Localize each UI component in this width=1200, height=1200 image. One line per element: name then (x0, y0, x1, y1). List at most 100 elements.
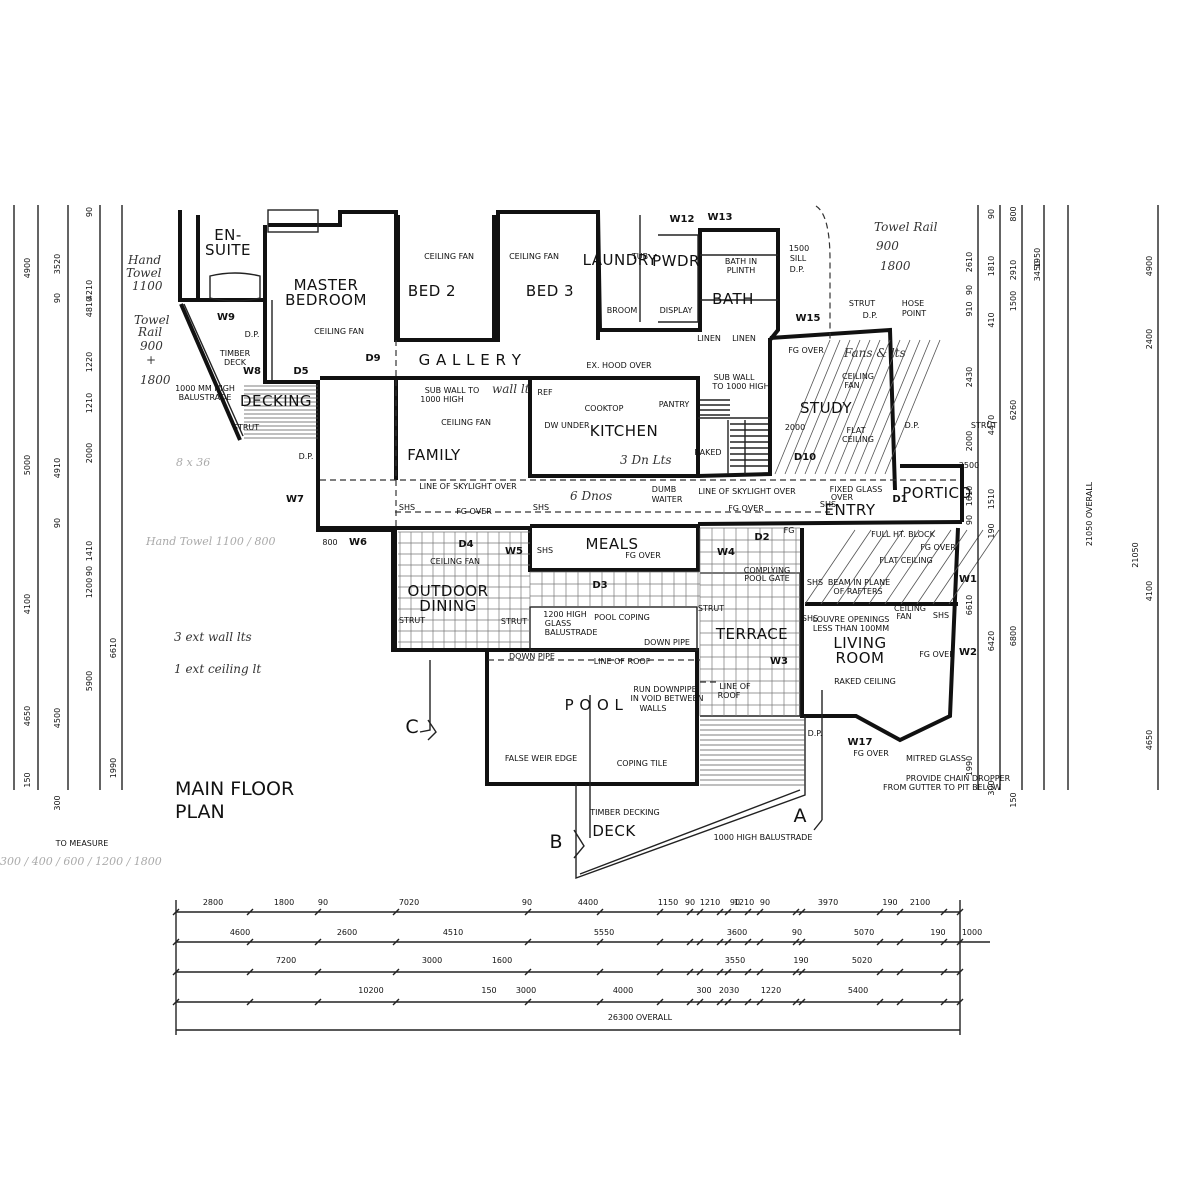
handwritten-note: 6 Dnos (570, 489, 612, 503)
annotation-note: REF (537, 388, 553, 397)
dimension-row3: 190 (793, 956, 808, 965)
annotation-note: ROOF (718, 691, 741, 700)
annotation-note: 1000 MM HIGH (175, 384, 235, 393)
handwritten-note: Towel (134, 313, 170, 327)
annotation-note: CEILING FAN (441, 418, 491, 427)
right-dimension-col5: 4900 (1145, 256, 1154, 276)
dimension-row4: 150 (481, 986, 496, 995)
annotation-note: SHS (533, 503, 549, 512)
annotation-note: COMPLYING (744, 566, 790, 575)
overall-width-label: 26300 OVERALL (608, 1013, 673, 1022)
annotation-note: TO 1000 HIGH (711, 382, 769, 391)
annotation-note: CEILING FAN (424, 252, 474, 261)
dimension-row1: 90 (522, 898, 532, 907)
left-dimension-col3: 90 (85, 207, 94, 217)
room-label-portico: PORTICO (902, 484, 972, 502)
room-label-pwdr: PWDR (652, 252, 700, 270)
dimension-row2: 90 (792, 928, 802, 937)
left-dimension-col1: 5000 (23, 455, 32, 475)
annotation-note: 800 (322, 538, 337, 547)
annotation-note: FALSE WEIR EDGE (505, 754, 577, 763)
annotation-note: BROOM (607, 306, 638, 315)
annotation-note: STRUT (399, 616, 425, 625)
annotation-note: D.P. (863, 311, 878, 320)
dimension-row2: 1000 (962, 928, 982, 937)
annotation-note: FG OVER (853, 749, 889, 758)
right-dimension-col2: 1510 (987, 489, 996, 509)
left-dimension-lines (13, 205, 123, 790)
annotation-note: LINE OF (719, 682, 751, 691)
dimension-row4: 4000 (613, 986, 633, 995)
left-dimension-col4: 6610 (109, 638, 118, 658)
right-dimension-col2: 190 (987, 523, 996, 538)
annotation-note: TIMBER (219, 349, 251, 358)
dimension-row2: 5070 (854, 928, 874, 937)
right-dimension-col3: 1500 (1009, 291, 1018, 311)
opening-tag: W1 (959, 574, 977, 585)
annotation-note: TO MEASURE (55, 839, 109, 848)
skylight-lines (320, 205, 960, 683)
right-dimension-col1: 2430 (965, 367, 974, 387)
room-label-bath: BATH (712, 290, 754, 308)
annotation-note: LINE OF SKYLIGHT OVER (698, 487, 796, 496)
annotation-note: FLAT (847, 426, 866, 435)
handwritten-note: Fans & lts (843, 346, 906, 360)
dimension-row1: 1800 (274, 898, 294, 907)
dimension-row4: 2030 (719, 986, 739, 995)
room-label-ensuite: SUITE (205, 241, 251, 259)
dimension-row1: 2800 (203, 898, 223, 907)
right-dimension-col1: 1610 (965, 486, 974, 506)
room-label-master-bedroom: BEDROOM (285, 291, 367, 309)
annotation-note: CEILING FAN (509, 252, 559, 261)
annotation-note: FG OVER (728, 504, 764, 513)
annotation-note: STRUT (501, 617, 527, 626)
annotation-note: 1500 (789, 244, 809, 253)
hatch-patterns (244, 339, 1000, 786)
room-label-master-bedroom: MASTER (294, 276, 359, 294)
annotation-note: FG OVER (788, 346, 824, 355)
annotation-note: LINE OF ROOF (594, 657, 651, 666)
dimension-row4: 3000 (516, 986, 536, 995)
annotation-note: POOL GATE (744, 574, 789, 583)
dimension-row3: 1600 (492, 956, 512, 965)
right-dimension-col2: 410 (987, 312, 996, 327)
annotation-note: SUB WALL (714, 373, 755, 382)
annotation-note: GLASS (545, 619, 571, 628)
annotation-note: PLINTH (727, 266, 756, 275)
annotation-note: TUB (631, 252, 648, 261)
left-dimension-col2: 4910 (53, 458, 62, 478)
section-marker-a: A (794, 805, 807, 827)
room-label-entry: ENTRY (825, 501, 876, 519)
handwritten-note: 3 Dn Lts (620, 453, 672, 467)
left-dimension-col2: 300 (53, 795, 62, 810)
handwritten-note: wall lt (492, 382, 530, 396)
plan-title: MAIN FLOOR (175, 778, 294, 800)
room-label-deck: DECK (592, 822, 636, 840)
right-dimension-col3: 6260 (1009, 400, 1018, 420)
room-label-outdoor-dining: DINING (419, 597, 476, 615)
opening-tag: W6 (349, 537, 367, 548)
annotation-note: DW UNDER (544, 421, 590, 430)
left-dimension-col3: 90 (85, 566, 94, 576)
dimension-row4: 5400 (848, 986, 868, 995)
opening-tag: W5 (505, 546, 523, 557)
annotation-note: IN VOID BETWEEN (630, 694, 703, 703)
handwritten-note: 1800 (880, 259, 911, 273)
plan-title: PLAN (175, 801, 225, 823)
left-dimension-col3: 1220 (85, 352, 94, 372)
annotation-note: LINE OF SKYLIGHT OVER (419, 482, 517, 491)
annotation-note: CEILING FAN (430, 557, 480, 566)
overall-depth-label: 21050 OVERALL (1085, 481, 1094, 546)
annotation-note: COOKTOP (585, 404, 624, 413)
right-dimension-col5: 4650 (1145, 730, 1154, 750)
right-dimension-col4: 1950 (1033, 248, 1042, 268)
annotation-note: FG OVER (456, 507, 492, 516)
annotation-note: OF RAFTERS (833, 587, 882, 596)
handwritten-note: Hand (127, 253, 161, 267)
room-label-family: FAMILY (407, 446, 461, 464)
annotation-note: EX. HOOD OVER (586, 361, 652, 370)
room-label-study: STUDY (800, 399, 852, 417)
handwritten-note: + (146, 353, 156, 367)
annotation-note: FG OVER (920, 543, 956, 552)
annotation-note: CEILING (842, 435, 874, 444)
